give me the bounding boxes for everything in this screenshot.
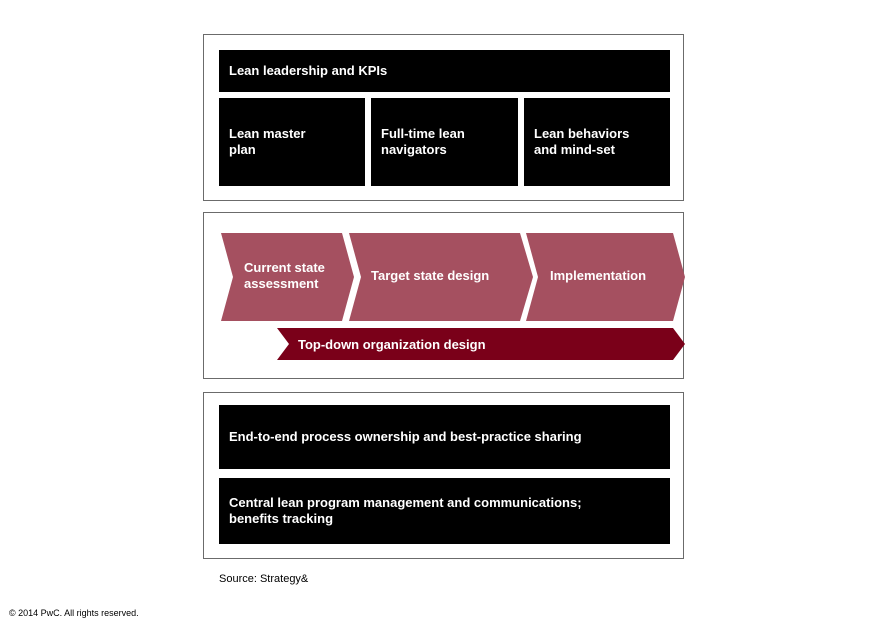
lean-master-plan-label: Lean master plan	[229, 126, 306, 157]
lean-master-plan-box: Lean master plan	[219, 98, 365, 186]
lean-leadership-box: Lean leadership and KPIs	[219, 50, 670, 92]
process-flow-graphic	[221, 233, 685, 360]
source-note: Source: Strategy&	[219, 573, 309, 585]
current-state-chevron	[221, 233, 354, 321]
copyright-note: © 2014 PwC. All rights reserved.	[9, 608, 139, 618]
lean-leadership-label: Lean leadership and KPIs	[229, 63, 388, 78]
process-ownership-box: End-to-end process ownership and best-pr…	[219, 405, 670, 469]
lean-navigators-box: Full-time lean navigators	[371, 98, 518, 186]
lean-process-panel: Current state assessment Target state de…	[203, 212, 685, 379]
process-ownership-label: End-to-end process ownership and best-pr…	[229, 429, 582, 444]
implementation-label: Implementation	[550, 268, 647, 283]
target-state-label: Target state design	[371, 268, 490, 283]
target-state-chevron	[349, 233, 533, 321]
central-program-label: Central lean program management and comm…	[229, 495, 582, 526]
central-program-box: Central lean program management and comm…	[219, 478, 670, 544]
top-down-arrow	[277, 328, 685, 360]
lean-support-panel: End-to-end process ownership and best-pr…	[203, 392, 684, 559]
lean-navigators-label: Full-time lean navigators	[381, 126, 465, 157]
current-state-label: Current state assessment	[244, 260, 325, 291]
lean-behaviors-label: Lean behaviors and mind-set	[534, 126, 630, 157]
lean-behaviors-box: Lean behaviors and mind-set	[524, 98, 670, 186]
lean-foundation-panel: Lean leadership and KPIs Lean master pla…	[203, 34, 684, 201]
top-down-label: Top-down organization design	[298, 337, 486, 352]
implementation-chevron	[526, 233, 685, 321]
